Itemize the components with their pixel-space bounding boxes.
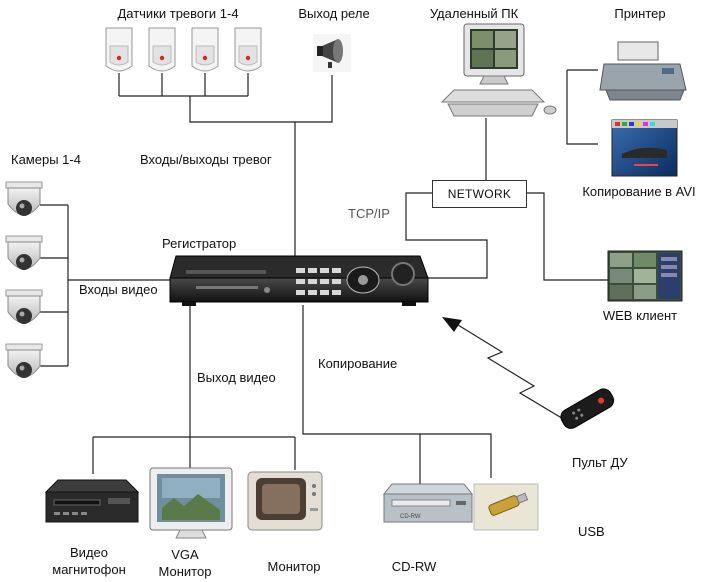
label-printer: Принтер <box>614 6 666 21</box>
motion-sensor-icon <box>148 27 176 72</box>
label-cdrw: CD-RW <box>391 559 437 574</box>
svg-text:CD-RW: CD-RW <box>400 514 421 520</box>
label-video-output: Выход видео <box>197 370 276 385</box>
label-network: NETWORK <box>447 187 512 201</box>
label-relay-output: Выход реле <box>298 6 370 21</box>
label-tcp-ip: TCP/IP <box>348 206 390 221</box>
label-usb: USB <box>578 524 605 539</box>
label-cameras: Камеры 1-4 <box>11 152 81 167</box>
dome-cameras <box>5 181 43 378</box>
crt-monitor-icon <box>247 471 323 531</box>
label-copying: Копирование <box>318 356 398 371</box>
label-vga-line2: Монитор <box>158 564 212 579</box>
label-remote-control: Пульт ДУ <box>572 455 628 470</box>
printer-icon <box>599 41 687 101</box>
label-vga-line1: VGA <box>171 547 199 562</box>
label-recorder: Регистратор <box>162 236 237 251</box>
alarm-sensors <box>105 27 262 72</box>
desktop-pc-icon <box>440 23 557 117</box>
label-video-inputs: Входы видео <box>79 282 158 297</box>
vcr-icon <box>44 479 140 523</box>
label-vcr-line2: магнитофон <box>52 562 126 577</box>
usb-flash-icon <box>473 483 539 531</box>
avi-screenshot-icon <box>611 119 678 177</box>
motion-sensor-icon <box>191 27 219 72</box>
motion-sensor-icon <box>234 27 262 72</box>
dome-camera-icon <box>5 181 43 216</box>
network-box: NETWORK <box>432 180 527 208</box>
cd-rw-drive-icon: CD-RW <box>382 483 474 523</box>
motion-sensor-icon <box>105 27 133 72</box>
label-web-client: WEB клиент <box>602 308 678 323</box>
dome-camera-icon <box>5 235 43 270</box>
dvr-recorder-icon <box>169 255 429 306</box>
label-remote-pc: Удаленный ПК <box>429 6 519 21</box>
dome-camera-icon <box>5 343 43 378</box>
remote-control-icon <box>560 388 615 429</box>
connection-lines <box>40 69 608 485</box>
siren-icon <box>313 34 351 72</box>
label-monitor: Монитор <box>267 559 321 574</box>
web-client-screenshot-icon <box>607 250 683 302</box>
ir-arrow-head <box>442 317 462 332</box>
label-alarm-io: Входы/выходы тревог <box>140 152 272 167</box>
vga-monitor-icon <box>149 467 233 539</box>
dome-camera-icon <box>5 289 43 324</box>
label-avi-copy: Копирование в AVI <box>582 184 696 199</box>
label-alarm-sensors: Датчики тревоги 1-4 <box>117 6 239 21</box>
label-vcr-line1: Видео <box>70 545 108 560</box>
